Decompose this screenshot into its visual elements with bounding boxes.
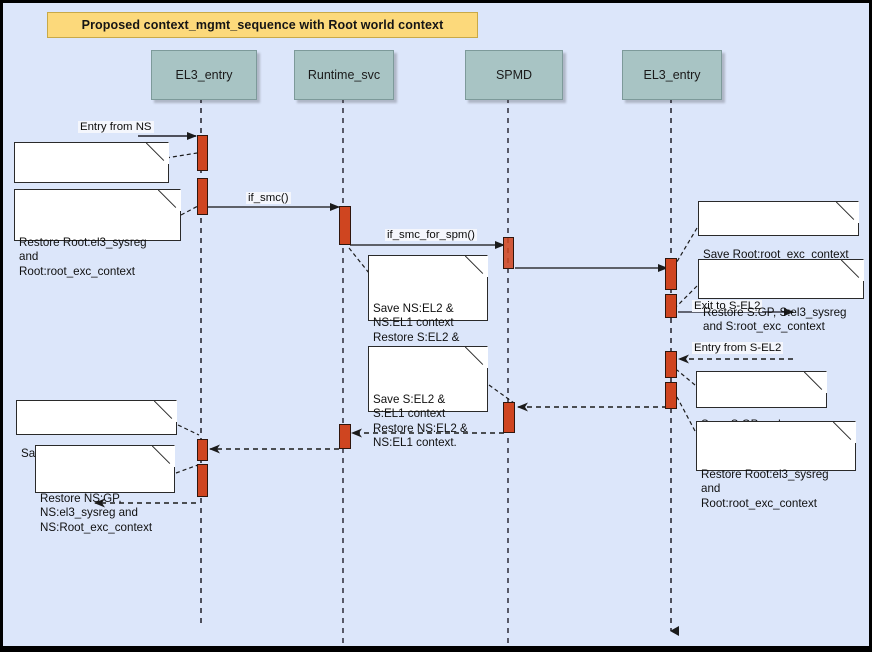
message-label-exit-to-s-el2: Exit to S-EL2: [692, 300, 763, 312]
activation-spmd-1[interactable]: [503, 237, 514, 269]
note-save-ns-gp: Save NS:GP and NS:Root_exc_context: [14, 142, 169, 216]
participant-spmd[interactable]: SPMD: [465, 50, 563, 100]
activation-runtime-svc-2[interactable]: [339, 424, 351, 449]
participant-label: Runtime_svc: [307, 68, 381, 82]
note-restore-ns-gp: Restore NS:GP, NS:el3_sysreg and NS:Root…: [35, 445, 175, 534]
note-text: Save S:EL2 & S:EL1 context Restore NS:EL…: [373, 392, 468, 450]
note-restore-s-gp: Restore S:GP, S:el3_sysreg and S:root_ex…: [698, 259, 864, 333]
activation-el3-right-1[interactable]: [665, 258, 677, 290]
connector-note-save-s-gp: [676, 369, 696, 386]
note-dogear-fold-icon: [465, 255, 488, 278]
note-save-s-gp: Save S:GP and S:root_exc_context: [696, 371, 827, 445]
note-dogear-fold-icon: [152, 445, 175, 468]
message-label-if-smc-for-spm: if_smc_for_spm(): [385, 229, 477, 241]
activation-el3-right-2[interactable]: [665, 294, 677, 318]
activation-spmd-2[interactable]: [503, 402, 515, 433]
activation-el3-left-1[interactable]: [197, 135, 208, 171]
note-text: Restore NS:GP, NS:el3_sysreg and NS:Root…: [40, 491, 153, 534]
note-dogear-fold-icon: [833, 421, 856, 444]
connector-note-save-ns-el2: [348, 247, 370, 274]
note-dogear-fold-icon: [465, 346, 488, 369]
diagram-title-banner: Proposed context_mgmt_sequence with Root…: [47, 12, 478, 38]
sequence-diagram-canvas: Proposed context_mgmt_sequence with Root…: [3, 3, 869, 646]
participant-el3-entry-left[interactable]: EL3_entry: [151, 50, 257, 100]
activation-el3-left-2[interactable]: [197, 178, 208, 215]
participant-el3-entry-right[interactable]: EL3_entry: [622, 50, 722, 100]
note-text: Restore Root:el3_sysreg and Root:root_ex…: [19, 235, 147, 278]
participant-label: SPMD: [495, 68, 533, 82]
note-save-ns-el2: Save NS:EL2 & NS:EL1 context Restore S:E…: [368, 255, 488, 358]
connector-note-save-s-el2: [488, 384, 515, 404]
connector-note-restore-root-2: [676, 396, 696, 432]
connector-note-save-root-exc-left: [177, 424, 200, 436]
note-restore-root-el3-sysreg-1: Restore Root:el3_sysreg and Root:root_ex…: [14, 189, 181, 278]
connector-note-save-root-exc-right: [674, 227, 698, 266]
message-label-if-smc: if_smc(): [246, 192, 291, 204]
diagram-vector-layer: [94, 98, 794, 643]
participant-label: EL3_entry: [175, 68, 233, 82]
note-save-root-exc-right: Save Root:root_exc_context: [698, 201, 859, 261]
note-text: Save Root:root_exc_context: [703, 247, 849, 261]
message-label-entry-from-s-el2: Entry from S-EL2: [692, 342, 784, 354]
note-dogear-fold-icon: [154, 400, 177, 423]
note-dogear-fold-icon: [804, 371, 827, 394]
activation-el3-left-3[interactable]: [197, 439, 208, 461]
activation-runtime-svc-1[interactable]: [339, 206, 351, 245]
connector-note-restore-ns-gp: [175, 464, 199, 474]
note-text: Restore Root:el3_sysreg and Root:root_ex…: [701, 467, 829, 510]
connector-note-restore-s-gp: [676, 285, 698, 307]
note-save-s-el2: Save S:EL2 & S:EL1 context Restore NS:EL…: [368, 346, 488, 449]
message-label-entry-from-ns: Entry from NS: [78, 121, 154, 133]
participant-label: EL3_entry: [643, 68, 701, 82]
connector-note-save-ns-gp: [165, 152, 198, 159]
activation-el3-right-3[interactable]: [665, 351, 677, 378]
activation-el3-left-4[interactable]: [197, 464, 208, 497]
note-dogear-fold-icon: [836, 201, 859, 224]
note-restore-root-el3-sysreg-2: Restore Root:el3_sysreg and Root:root_ex…: [696, 421, 856, 510]
diagram-title-text: Proposed context_mgmt_sequence with Root…: [81, 18, 444, 32]
connector-note-restore-root-1: [180, 205, 199, 216]
note-dogear-fold-icon: [841, 259, 864, 282]
note-dogear-fold-icon: [158, 189, 181, 212]
note-dogear-fold-icon: [146, 142, 169, 165]
note-text: Restore S:GP, S:el3_sysreg and S:root_ex…: [703, 305, 847, 334]
note-save-root-exc-left: Save Root:root_exc_context: [16, 400, 177, 460]
participant-runtime-svc[interactable]: Runtime_svc: [294, 50, 394, 100]
activation-el3-right-4[interactable]: [665, 382, 677, 409]
